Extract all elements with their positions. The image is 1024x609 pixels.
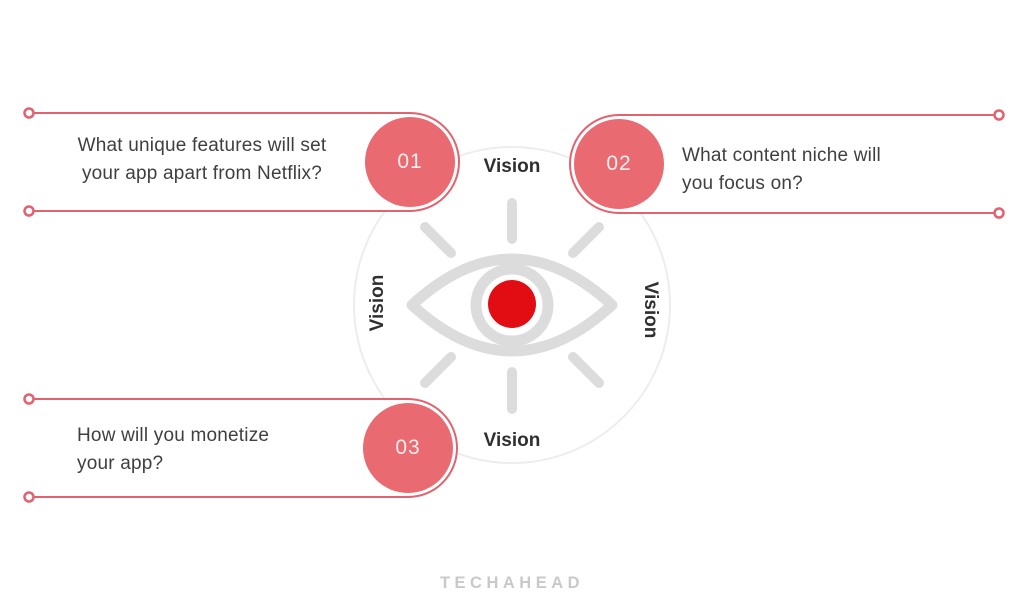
connector-question-1 — [34, 112, 460, 212]
question-3-line-2: your app? — [77, 453, 164, 474]
dot-q3-top-icon — [23, 393, 35, 405]
dot-q1-bottom-icon — [23, 205, 35, 217]
question-1-line-2: your app apart from Netflix? — [81, 163, 323, 184]
connector-end-dots — [23, 107, 1005, 503]
number-circle-2 — [574, 119, 664, 209]
number-badge-3: 03 — [395, 436, 421, 459]
question-3-line-1: How will you monetize — [77, 425, 270, 446]
number-badge-2: 02 — [606, 152, 632, 175]
dot-q1-top-icon — [23, 107, 35, 119]
vision-label-right: Vision — [640, 281, 661, 339]
number-circle-3 — [363, 403, 453, 493]
dot-q2-top-icon — [993, 109, 1005, 121]
vision-label-bottom: Vision — [483, 430, 541, 451]
question-2-line-2: you focus on? — [682, 173, 803, 194]
eye-rays — [420, 198, 604, 414]
ray-bottom-left-icon — [420, 352, 456, 388]
question-2-line-1: What content niche will — [682, 145, 881, 166]
dot-q3-bottom-icon — [23, 491, 35, 503]
vision-label-top: Vision — [483, 156, 541, 177]
ray-top-right-icon — [568, 222, 604, 258]
eye-pupil-icon — [488, 280, 536, 328]
ray-top-left-icon — [420, 222, 456, 258]
outer-ring-circle — [353, 146, 671, 464]
question-1-line-1: What unique features will set — [77, 135, 327, 156]
question-1-text: What unique features will set your app a… — [40, 132, 364, 188]
connector-question-2 — [569, 114, 994, 214]
techahead-logo: TECHAHEAD — [439, 574, 585, 592]
connector-question-3 — [34, 398, 458, 498]
ray-bottom-right-icon — [568, 352, 604, 388]
number-circle-1 — [365, 117, 455, 207]
question-2-text: What content niche will you focus on? — [682, 142, 932, 198]
question-3-text: How will you monetize your app? — [77, 422, 327, 478]
dot-q2-bottom-icon — [993, 207, 1005, 219]
vision-label-left: Vision — [367, 274, 388, 332]
number-badge-1: 01 — [397, 150, 423, 173]
